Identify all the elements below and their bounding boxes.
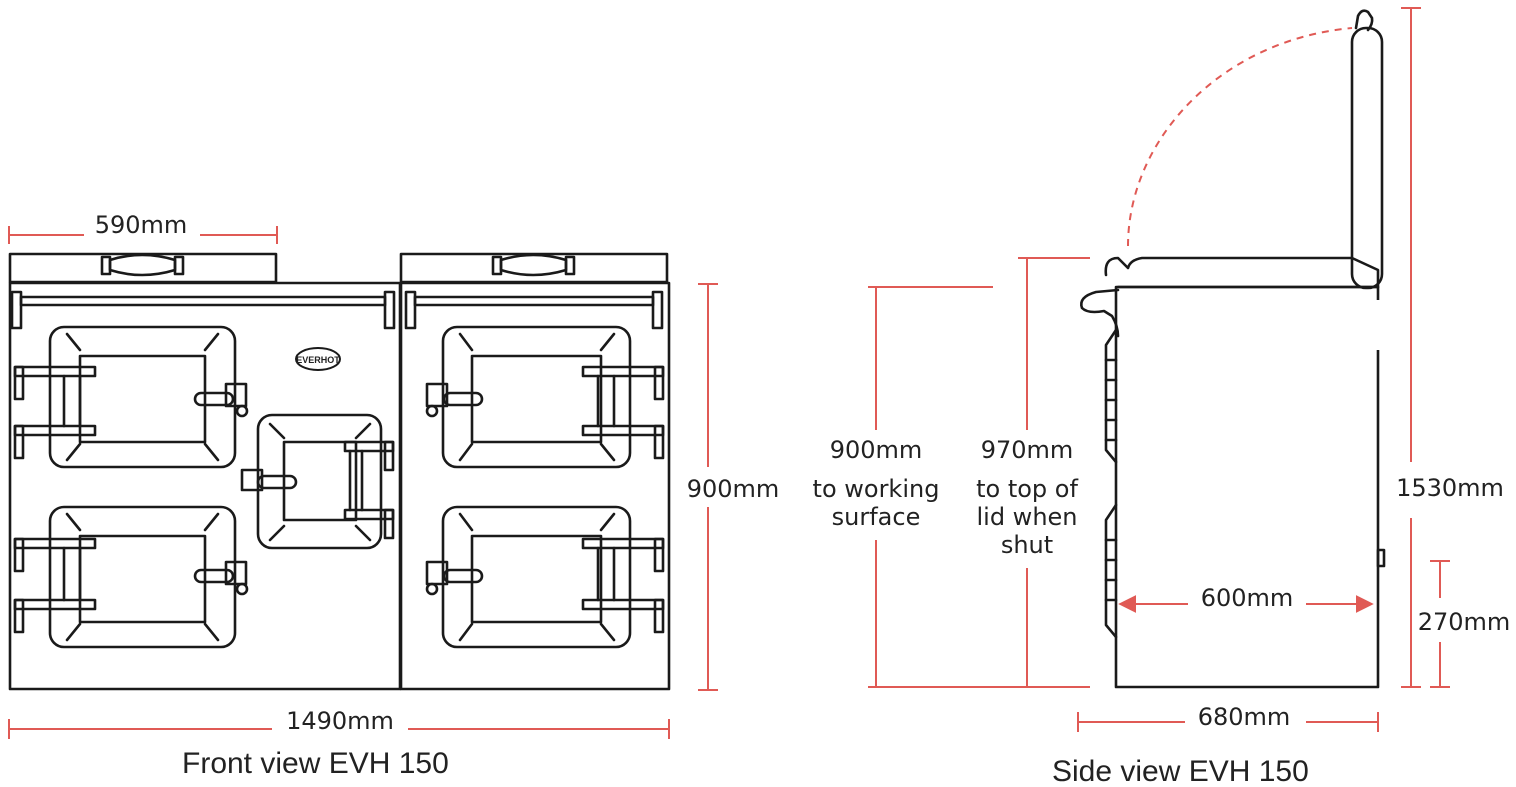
dim-680mm: 680mm: [1077, 703, 1379, 732]
dim-1490mm: 1490mm: [8, 707, 670, 739]
left-body: [8, 281, 402, 691]
right-rail: [404, 290, 664, 330]
everhot-logo: EVERHOT: [295, 347, 341, 371]
dim-600mm: 600mm: [1118, 584, 1374, 613]
working-surface-label-3: surface: [832, 503, 921, 531]
right-lid: [399, 252, 669, 284]
working-surface-label-1: 900mm: [830, 436, 923, 464]
svg-text:EVERHOT: EVERHOT: [296, 355, 340, 365]
right-top-oven-door: [425, 325, 665, 469]
lid-top-label-1: 970mm: [981, 436, 1074, 464]
side-caption: Side view EVH 150: [1052, 755, 1309, 787]
left-bottom-oven-door: [13, 505, 249, 649]
dim-970mm-lid-top: 970mm to top of lid when shut: [976, 257, 1090, 687]
total-depth-label: 680mm: [1198, 703, 1291, 731]
lid-top-label-4: shut: [1001, 531, 1053, 559]
right-body: [399, 281, 671, 691]
right-bottom-oven-door: [425, 505, 665, 649]
left-top-oven-door: [13, 325, 249, 469]
open-height-label: 1530mm: [1396, 474, 1504, 502]
lid-top-label-2: to top of: [976, 475, 1078, 503]
front-width-label: 590mm: [95, 211, 188, 239]
right-lid-handle: [491, 253, 576, 277]
front-caption: Front view EVH 150: [182, 747, 449, 780]
dim-900mm-front: 900mm: [687, 283, 780, 691]
side-body: [1114, 285, 1380, 689]
dim-270mm: 270mm: [1418, 560, 1511, 688]
lid-top-label-3: lid when: [976, 503, 1077, 531]
left-lid-handle: [100, 253, 185, 277]
dim-590mm: 590mm: [8, 211, 278, 244]
front-handle-rail: [1080, 288, 1120, 338]
side-view: 900mm to working surface 970mm to top of…: [813, 7, 1511, 787]
center-oven-door: [240, 413, 395, 550]
left-rail: [10, 290, 396, 330]
dim-1530mm: 1530mm: [1396, 7, 1504, 688]
upper-door-profile: [1104, 328, 1118, 464]
front-view: EVERHOT: [8, 211, 780, 780]
hob-top: [1104, 256, 1380, 289]
working-surface-label-2: to working: [813, 475, 940, 503]
lower-door-profile: [1104, 503, 1118, 639]
plinth-height-label: 270mm: [1418, 608, 1511, 636]
front-total-label: 1490mm: [286, 707, 394, 735]
dim-900mm-working-surface: 900mm to working surface: [813, 286, 1090, 688]
lid-swing-arc: [1127, 27, 1353, 247]
inner-depth-label: 600mm: [1201, 584, 1294, 612]
front-height-label: 900mm: [687, 475, 780, 503]
open-lid: [1350, 9, 1384, 290]
left-lid: [8, 252, 278, 284]
side-knob: [1376, 548, 1386, 568]
